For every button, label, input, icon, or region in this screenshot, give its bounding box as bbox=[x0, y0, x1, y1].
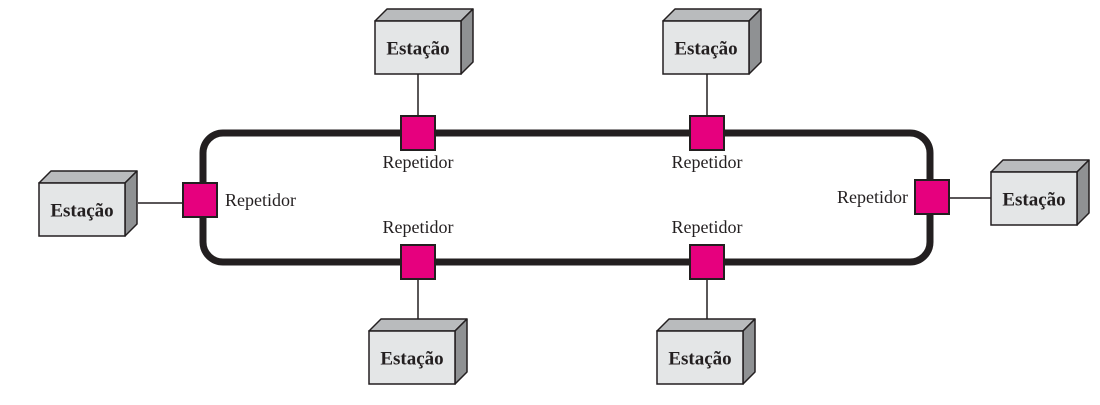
station-front-face bbox=[368, 330, 456, 385]
repeater-left bbox=[182, 182, 218, 218]
station-side-face bbox=[460, 8, 474, 75]
station-top-face bbox=[656, 318, 756, 332]
repeater-bottom-right bbox=[689, 244, 725, 280]
repeater-top-right-label: Repetidor bbox=[672, 152, 743, 172]
station-label: Estação bbox=[380, 349, 443, 370]
station-bottom-right: Estação bbox=[656, 318, 756, 385]
station-right: Estação bbox=[990, 159, 1090, 226]
station-top-face bbox=[990, 159, 1090, 173]
repeater-top-left-label: Repetidor bbox=[383, 152, 454, 172]
station-top-face bbox=[38, 170, 138, 184]
station-top-face bbox=[662, 8, 762, 22]
repeater-bottom-left-label: Repetidor bbox=[383, 217, 454, 237]
station-side-face bbox=[742, 318, 756, 385]
station-front-face bbox=[38, 182, 126, 237]
station-label: Estação bbox=[50, 201, 113, 222]
repeater-top-left bbox=[400, 115, 436, 151]
connectors bbox=[138, 74, 991, 324]
station-top-face bbox=[368, 318, 468, 332]
repeater-right-label: Repetidor bbox=[837, 187, 908, 207]
repeater-top-right bbox=[689, 115, 725, 151]
station-side-face bbox=[1076, 159, 1090, 226]
station-label: Estação bbox=[668, 349, 731, 370]
station-side-face bbox=[454, 318, 468, 385]
station-front-face bbox=[662, 20, 750, 75]
station-left: Estação bbox=[38, 170, 138, 237]
station-label: Estação bbox=[1002, 190, 1065, 211]
station-front-face bbox=[656, 330, 744, 385]
repeater-bottom-right-label: Repetidor bbox=[672, 217, 743, 237]
ring-bus bbox=[199, 129, 934, 266]
station-front-face bbox=[990, 171, 1078, 226]
station-top-face bbox=[374, 8, 474, 22]
repeater-right bbox=[914, 179, 950, 215]
station-bottom-left: Estação bbox=[368, 318, 468, 385]
repeater-left-label: Repetidor bbox=[225, 190, 296, 210]
station-side-face bbox=[748, 8, 762, 75]
station-top-left: Estação bbox=[374, 8, 474, 75]
repeater-bottom-left bbox=[400, 244, 436, 280]
station-side-face bbox=[124, 170, 138, 237]
station-top-right: Estação bbox=[662, 8, 762, 75]
station-label: Estação bbox=[674, 39, 737, 60]
station-label: Estação bbox=[386, 39, 449, 60]
station-front-face bbox=[374, 20, 462, 75]
